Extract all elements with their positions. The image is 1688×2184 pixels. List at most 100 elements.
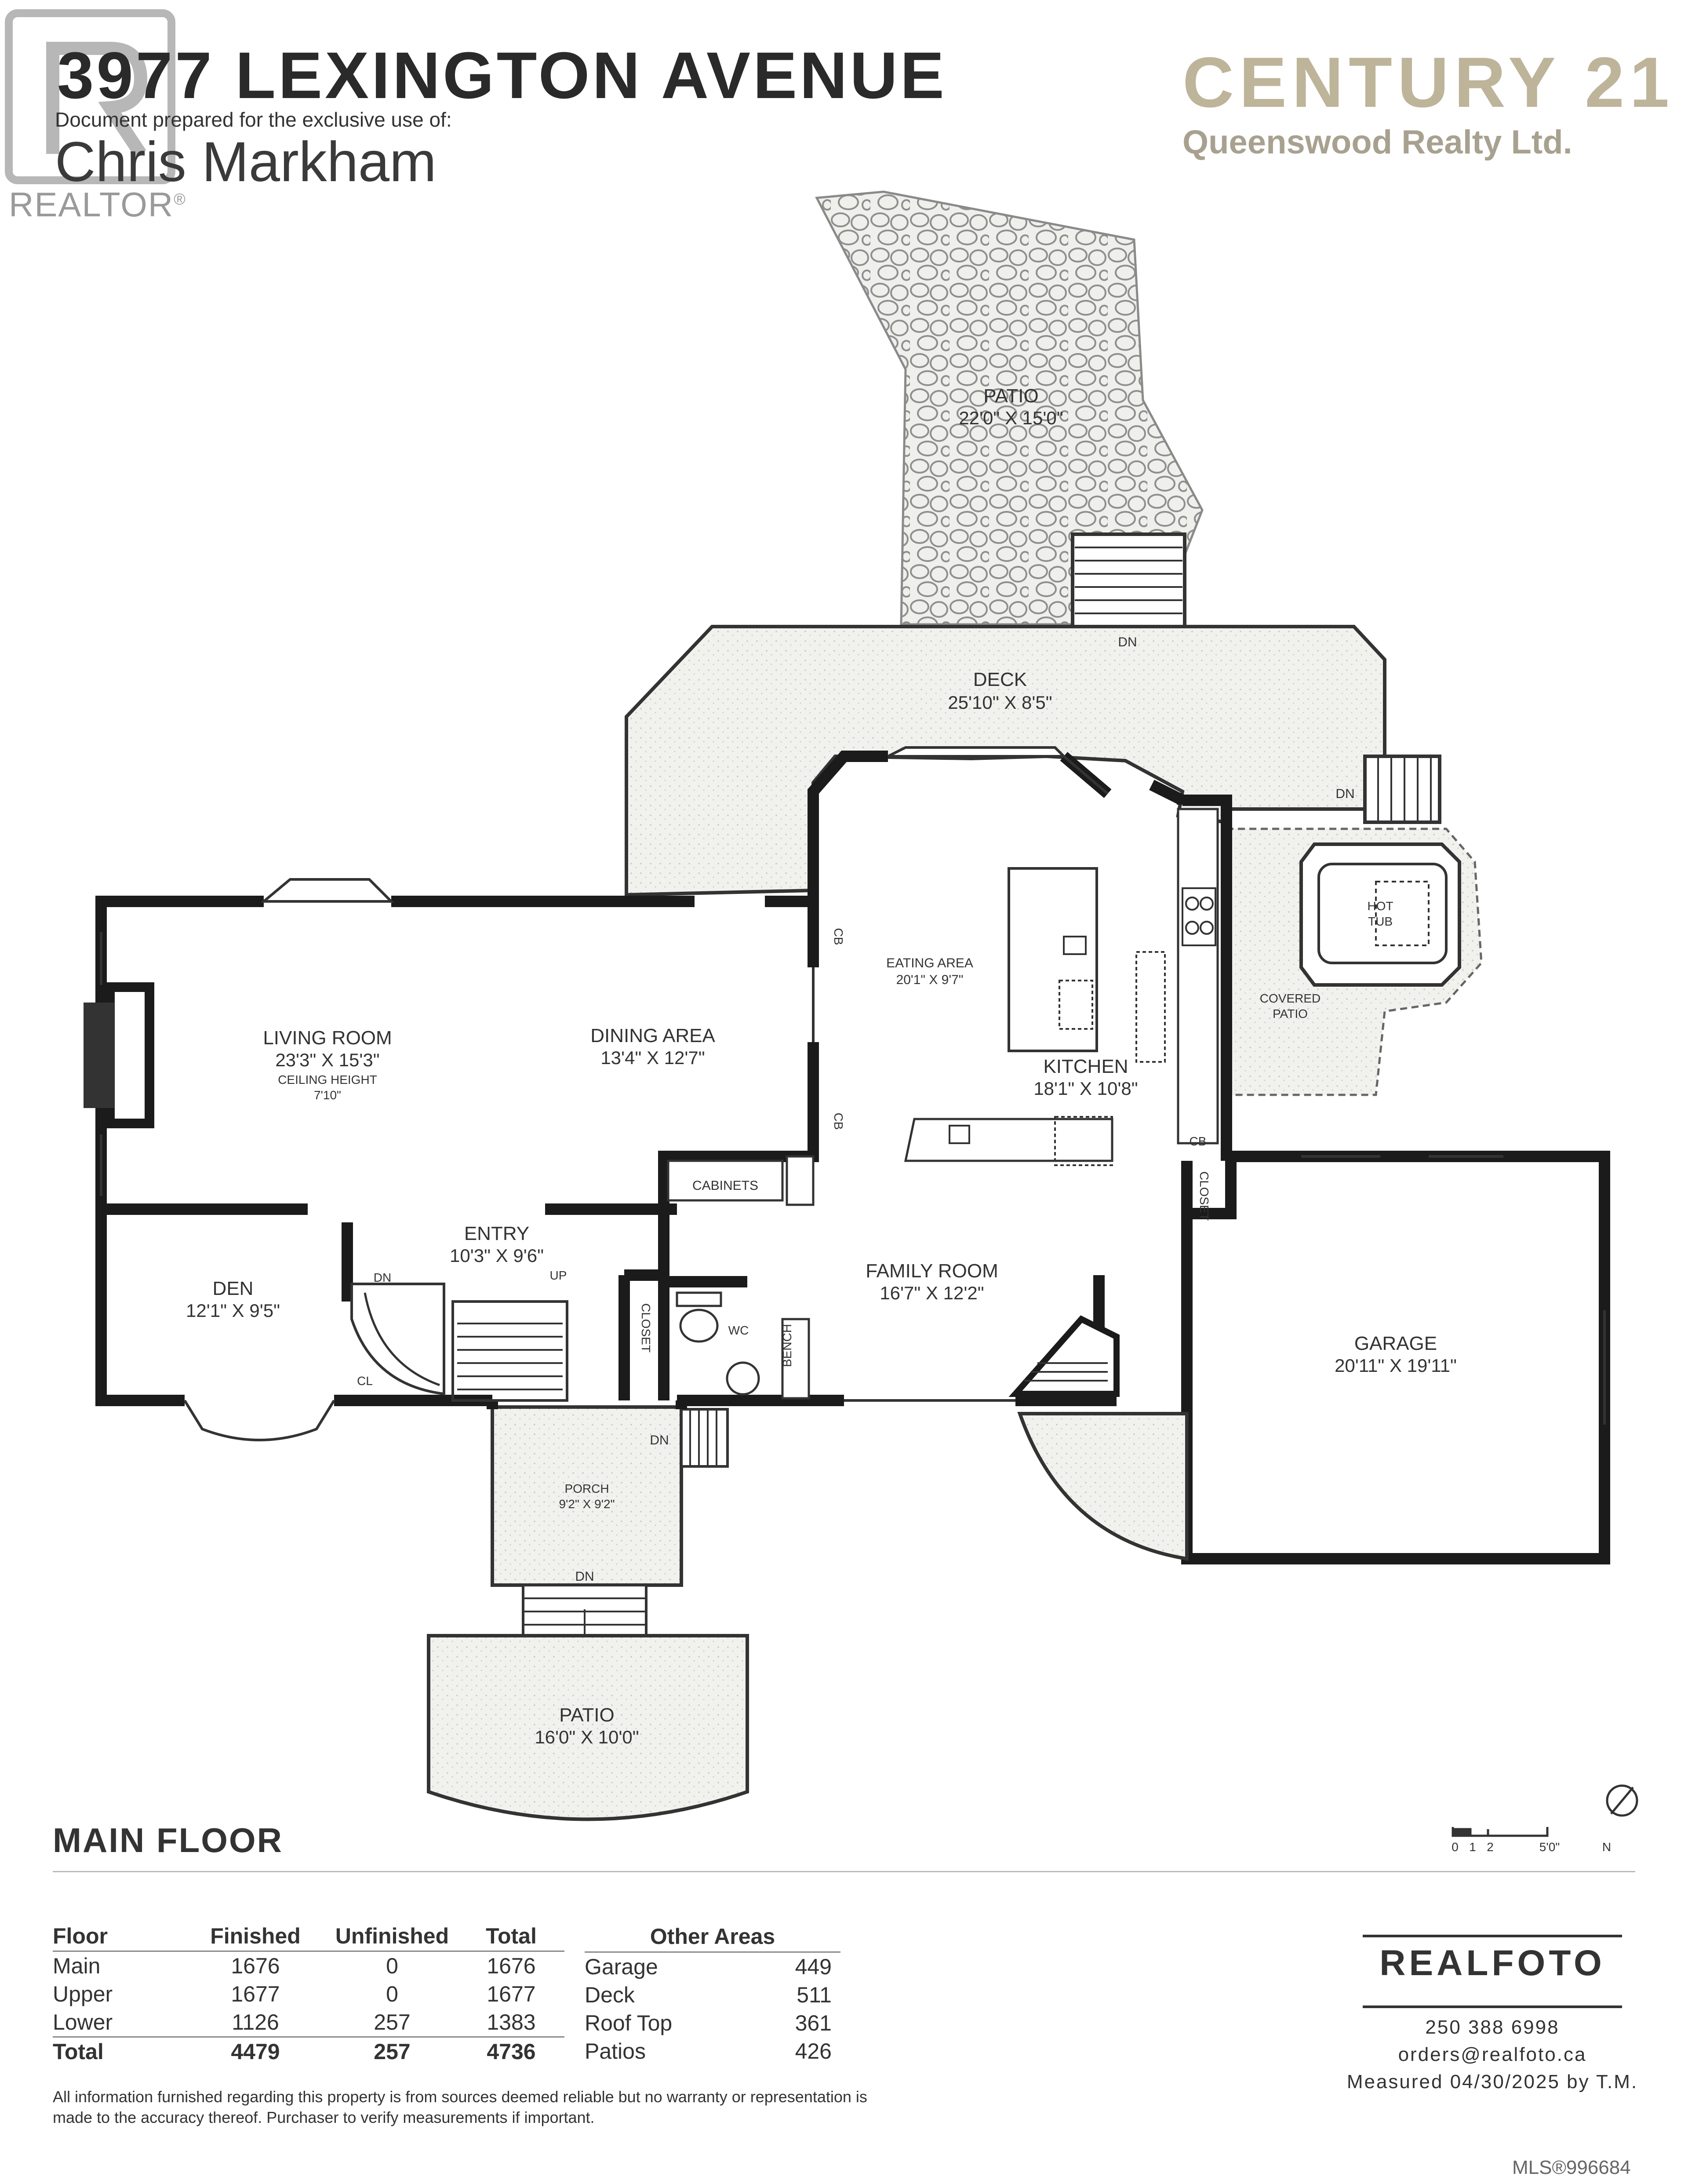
cell: 426 [795,2039,832,2064]
brokerage-subtitle: Queenswood Realty Ltd. [1182,124,1572,161]
house-walls [95,751,1610,1564]
prepared-for-note: Document prepared for the exclusive use … [55,108,452,131]
table-row: Lower 1126 257 1383 [53,2008,564,2037]
company-phone: 250 388 6998 [1425,2016,1560,2038]
property-address: 3977 LEXINGTON AVENUE [57,38,947,112]
hot-tub-line1: HOT [1367,899,1393,913]
cell: 511 [797,1983,832,2007]
dining-area-dims: 13'4" X 12'7" [600,1047,705,1068]
table-row: Roof Top 361 [585,2009,840,2037]
porch-stairs-front [522,1584,648,1647]
cell: Total [53,2036,200,2066]
realfoto-logo-frame [1363,1935,1622,2008]
col-total: Total [474,1921,564,1952]
patio-bottom-name: PATIO [559,1704,615,1726]
cell: 1676 [487,1954,536,1978]
table-row: Upper 1677 0 1677 [53,1980,564,2008]
living-room-dims: 23'3" X 15'3" [275,1050,379,1070]
family-room-dims: 16'7" X 12'2" [880,1283,984,1303]
cell: 1126 [232,2010,279,2035]
cell: 4479 [200,2036,326,2066]
porch-front-dn: DN [575,1569,594,1584]
closet-kitchen-label: CLOSET [1197,1171,1211,1221]
cabinets-label: CABINETS [692,1178,758,1193]
area-table-header: Floor Finished Unfinished Total [53,1921,564,1952]
other-areas-title: Other Areas [585,1921,840,1953]
patio-top-dims: 22'0" X 15'0" [959,408,1063,428]
porch-dn: DN [650,1433,669,1447]
table-row: Main 1676 0 1676 [53,1951,564,1980]
bench-label: BENCH [780,1324,794,1367]
living-room-name: LIVING ROOM [263,1027,392,1049]
dining-cb-lower: CB [832,1113,845,1130]
cell: 1676 [231,1954,280,1978]
dining-area-name: DINING AREA [590,1025,715,1046]
company-contact: 250 388 6998 orders@realfoto.ca Measured… [1323,2014,1662,2096]
table-total-row: Total 4479 257 4736 [53,2036,564,2066]
scale-2: 2 [1487,1840,1494,1854]
porch-dims: 9'2" X 9'2" [559,1497,615,1511]
kitchen-cb-label: CB [1190,1134,1207,1148]
covered-patio-line1: COVERED [1260,992,1321,1005]
cell: Roof Top [585,2011,673,2035]
den-name: DEN [213,1278,254,1299]
col-finished: Finished [200,1921,326,1952]
cell: 257 [326,2036,474,2066]
fireplace-living [84,982,154,1128]
realtor-logo-icon [0,0,180,185]
brokerage-logo: CENTURY 21 [1182,43,1675,122]
realtor-word: REALTOR® [9,185,186,224]
covered-patio-line2: PATIO [1273,1007,1308,1021]
side-entry [1017,1412,1189,1561]
kitchen-fixtures [667,808,1219,1206]
windows [100,746,1606,1441]
entry-stairs-dn: DN [374,1271,391,1284]
cell: 0 [386,1954,398,1978]
scale-bar [1452,1827,1549,1837]
scale-0: 0 [1452,1840,1459,1854]
realfoto-logo: REALFOTO [1379,1943,1605,1983]
patio-top-name: PATIO [983,385,1039,407]
cell: 4736 [474,2036,564,2066]
porch-shape [491,1405,683,1587]
col-floor: Floor [53,1921,200,1952]
cell: Lower [53,2010,113,2035]
north-label: N [1602,1840,1611,1854]
porch-name: PORCH [564,1482,609,1495]
cell: 361 [795,2011,832,2035]
deck-name: DECK [973,669,1027,690]
entry-name: ENTRY [464,1223,529,1244]
cell: Upper [53,1982,113,2006]
patio-bottom-dims: 16'0" X 10'0" [535,1727,639,1747]
scale-5: 5'0" [1539,1840,1560,1854]
floor-label: MAIN FLOOR [53,1821,283,1859]
kitchen-name: KITCHEN [1043,1056,1128,1077]
company-email: orders@realfoto.ca [1398,2044,1587,2065]
closet-hall-label: CLOSET [639,1303,653,1353]
divider [53,1871,1635,1872]
hot-tub-line2: TUB [1368,915,1393,928]
deck-stairs-dn: DN [1118,635,1137,649]
cell: 1383 [487,2010,536,2035]
compass-icon [1606,1784,1638,1817]
garage-name: GARAGE [1354,1333,1437,1354]
fireplace-family [1008,1315,1120,1397]
cell: 0 [386,1982,398,2006]
area-table: Floor Finished Unfinished Total Main 167… [53,1921,564,2066]
other-areas-header: Other Areas [585,1921,840,1953]
cell: Garage [585,1954,658,1979]
deck-side-dn: DN [1335,787,1354,801]
cell: 1677 [231,1982,280,2006]
cell: 1677 [487,1982,536,2006]
deck-side-stairs [1363,755,1441,824]
living-room-note2: 7'10" [314,1088,341,1102]
scale-1: 1 [1469,1840,1476,1854]
cell: Main [53,1954,101,1978]
living-room-note1: CEILING HEIGHT [278,1073,377,1087]
entry-stairs-up: UP [550,1269,567,1282]
family-room-name: FAMILY ROOM [866,1260,998,1282]
